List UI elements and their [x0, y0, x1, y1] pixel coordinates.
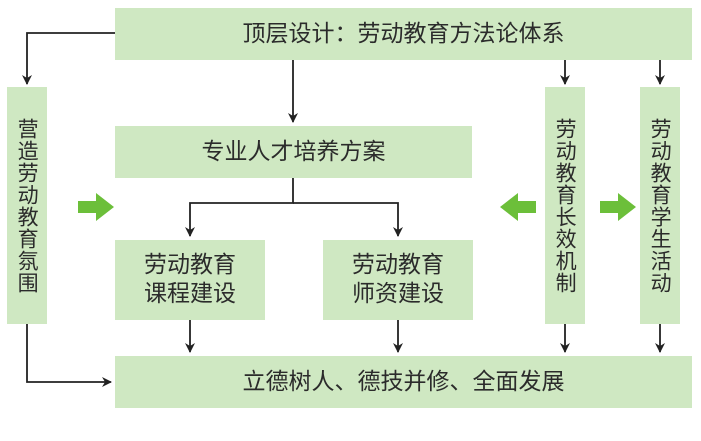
arrow-plan-to-teachers [293, 202, 403, 237]
curriculum-box: 劳动教育 课程建设 [115, 240, 265, 320]
goal-label: 立德树人、德技并修、全面发展 [242, 368, 565, 395]
talent-plan-box: 专业人才培养方案 [115, 126, 472, 178]
arrow-plan-split [185, 178, 294, 237]
green-arrow-right-right [600, 193, 636, 221]
green-arrow-left-middle [500, 193, 536, 221]
arrow-atmosphere-to-goal [26, 324, 112, 387]
teachers-box: 劳动教育 师资建设 [323, 240, 473, 320]
student-activity-box: 劳动教育学生活动 [640, 87, 680, 324]
top-design-label: 顶层设计：劳动教育方法论体系 [242, 20, 565, 47]
green-arrow-right-left [78, 193, 114, 221]
curriculum-label: 劳动教育 课程建设 [144, 252, 236, 307]
top-design-box: 顶层设计：劳动教育方法论体系 [115, 8, 692, 60]
atmosphere-box: 营造劳动教育氛围 [7, 87, 47, 324]
goal-box: 立德树人、德技并修、全面发展 [115, 356, 692, 408]
talent-plan-label: 专业人才培养方案 [201, 138, 386, 165]
arrow-top-to-atmosphere [22, 32, 115, 85]
atmosphere-label: 营造劳动教育氛围 [15, 117, 40, 294]
teachers-label: 劳动教育 师资建设 [352, 252, 444, 307]
mechanism-label: 劳动教育长效机制 [553, 117, 578, 294]
student-activity-label: 劳动教育学生活动 [648, 117, 673, 294]
mechanism-box: 劳动教育长效机制 [545, 87, 585, 324]
